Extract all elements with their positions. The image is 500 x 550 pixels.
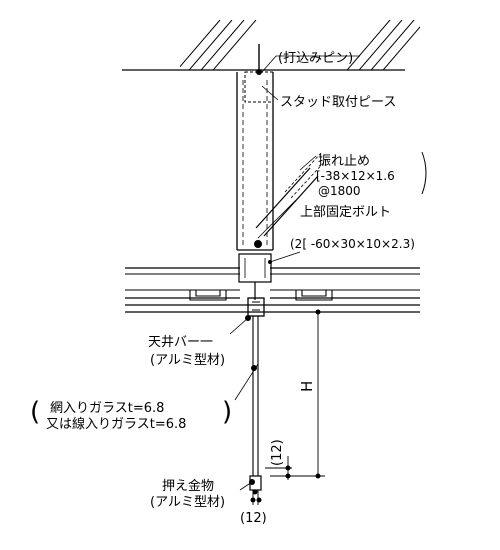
driving-pin (256, 44, 262, 75)
label-brace-spec: [-38×12×1.6 (316, 169, 395, 183)
label-top-bolt: 上部固定ボルト (300, 205, 391, 220)
brace-right-paren (421, 151, 427, 195)
label-glass-line2: 又は線入りガラスt=6.8 (46, 416, 186, 432)
sway-brace (255, 151, 329, 237)
ceiling-boards (125, 267, 420, 313)
dimension-h (265, 309, 325, 479)
label-glass-line1: 網入りガラスt=6.8 (50, 401, 164, 416)
channel-member (238, 253, 272, 283)
label-stud-piece: スタッド取付ピース (280, 95, 396, 110)
ceiling-joist-right (295, 290, 333, 301)
leader-dot-glass (251, 365, 257, 371)
slab-hatch-left (180, 20, 257, 70)
glass-open-paren: ( (30, 397, 40, 427)
press-fitting (249, 475, 262, 495)
dimension-12-vertical (265, 456, 292, 480)
leader-lines (229, 55, 360, 491)
ceiling-joist-left (189, 290, 227, 301)
label-channel-spec: (2[ -60×30×10×2.3) (290, 237, 415, 251)
label-press-fitting: 押え金物 (162, 478, 214, 494)
glass-close-paren: ) (222, 397, 232, 427)
top-bolt (254, 240, 262, 248)
leader-dot-channel (268, 260, 272, 264)
stud-piece-dashed (244, 71, 274, 103)
label-press-fitting-material: (アルミ型材) (150, 495, 225, 510)
glass-pane (252, 316, 259, 476)
dim-label-12-horizontal: (12) (240, 511, 267, 526)
dimension-12-horizontal (250, 490, 262, 505)
label-ceiling-bar-material: (アルミ型材) (150, 353, 225, 368)
ceiling-bar-fixture (247, 297, 265, 317)
label-brace-title: 振れ止め (318, 154, 370, 169)
dim-label-12-vertical: (12) (270, 439, 285, 466)
slab-hatch-right (346, 20, 420, 70)
label-ceiling-bar: 天井バー一 (148, 335, 213, 350)
label-brace-pitch: @1800 (318, 184, 361, 198)
dim-label-h: H (298, 381, 316, 392)
leader-dot-ceiling-bar (245, 315, 251, 321)
stud (236, 72, 274, 251)
label-driving-pin: (打込みピン) (278, 51, 353, 66)
leader-dot-fitting (249, 479, 255, 485)
